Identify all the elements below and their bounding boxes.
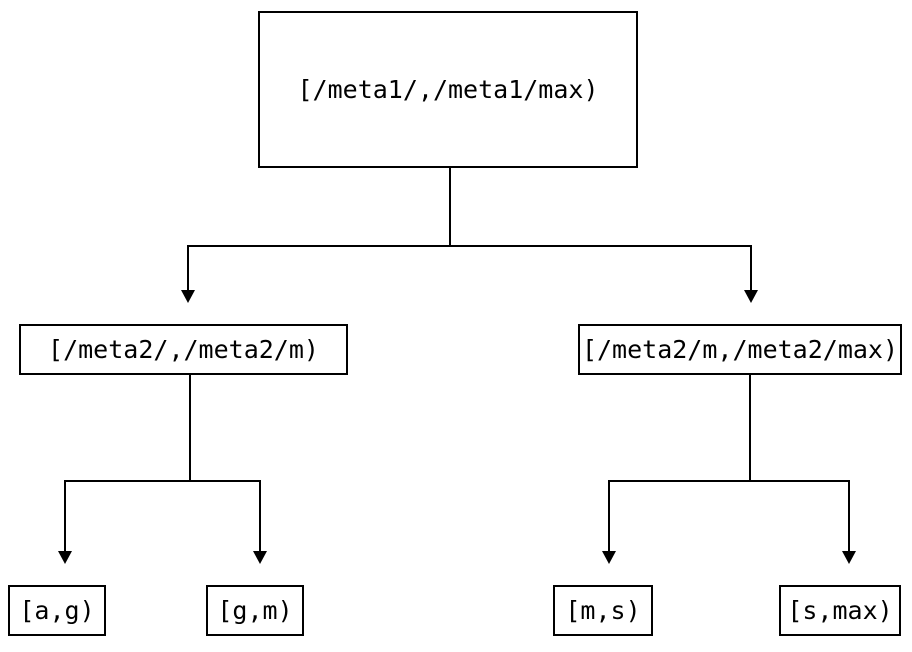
node-leaf-s-max[interactable]: [s,max) [779, 585, 901, 636]
arrowhead-root-to-level2-left [181, 290, 195, 303]
edge-root-crossbar [187, 245, 752, 247]
node-leaf-s-max-label: [s,max) [787, 596, 893, 625]
node-level2-right-label: [/meta2/m,/meta2/max) [581, 335, 899, 364]
node-leaf-m-s[interactable]: [m,s) [553, 585, 653, 636]
edge-root-stem [449, 168, 451, 247]
edge-level2-right-stem [749, 375, 751, 482]
edge-root-to-level2-left-drop [187, 245, 189, 291]
node-leaf-a-g-label: [a,g) [19, 596, 95, 625]
node-leaf-m-s-label: [m,s) [565, 596, 641, 625]
arrowhead-level2-right-to-leaf-smax [842, 551, 856, 564]
arrowhead-level2-left-to-leaf-ag [58, 551, 72, 564]
node-root-label: [/meta1/,/meta1/max) [297, 75, 599, 104]
edge-level2-right-crossbar [608, 480, 850, 482]
edge-level2-right-to-leaf-ms-drop [608, 480, 610, 552]
edge-level2-right-to-leaf-smax-drop [848, 480, 850, 552]
node-leaf-a-g[interactable]: [a,g) [8, 585, 106, 636]
arrowhead-level2-right-to-leaf-ms [602, 551, 616, 564]
node-level2-left[interactable]: [/meta2/,/meta2/m) [19, 324, 348, 375]
edge-level2-left-crossbar [64, 480, 261, 482]
arrowhead-root-to-level2-right [744, 290, 758, 303]
node-leaf-g-m[interactable]: [g,m) [206, 585, 304, 636]
node-level2-left-label: [/meta2/,/meta2/m) [48, 335, 319, 364]
arrowhead-level2-left-to-leaf-gm [253, 551, 267, 564]
edge-root-to-level2-right-drop [750, 245, 752, 291]
node-root[interactable]: [/meta1/,/meta1/max) [258, 11, 638, 168]
edge-level2-left-to-leaf-ag-drop [64, 480, 66, 552]
edge-level2-left-stem [189, 375, 191, 482]
edge-level2-left-to-leaf-gm-drop [259, 480, 261, 552]
node-leaf-g-m-label: [g,m) [217, 596, 293, 625]
node-level2-right[interactable]: [/meta2/m,/meta2/max) [578, 324, 902, 375]
